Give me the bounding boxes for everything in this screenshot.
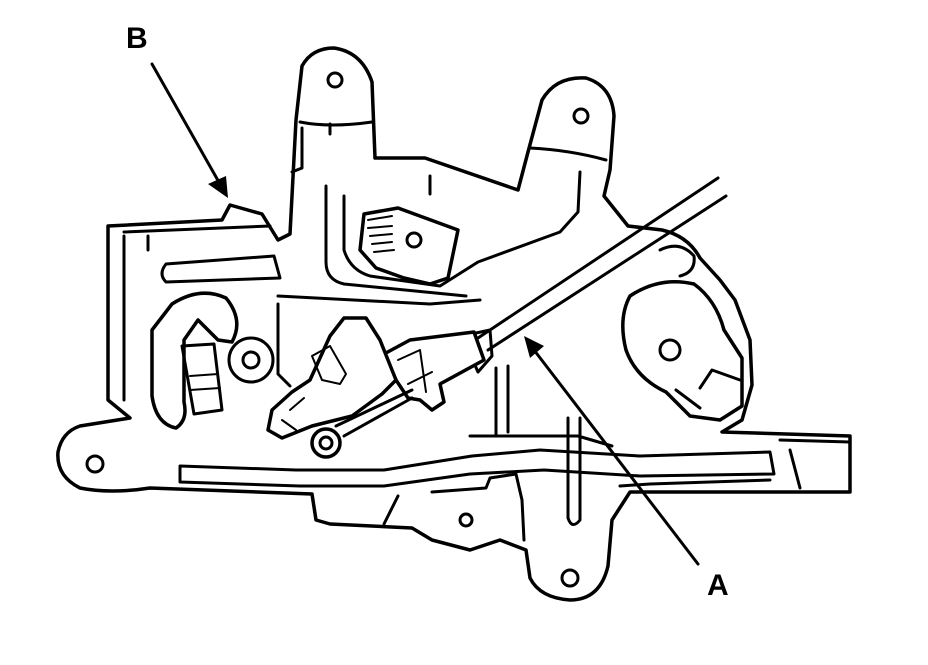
right-corner-lobe [658, 244, 696, 278]
cable-sheath-outer [476, 176, 728, 352]
upper-rib-center [342, 170, 582, 288]
lower-rib-right [468, 364, 614, 448]
inner-cable [334, 388, 414, 438]
upper-rib-left [324, 184, 468, 298]
leader-b [150, 62, 222, 186]
mount-hole-left [85, 454, 105, 474]
latch-lever-detail [281, 345, 347, 431]
left-channel [160, 254, 282, 284]
left-cam-slot [180, 342, 224, 416]
upper-rib-tab [328, 122, 608, 196]
plate-inner-edge [122, 224, 272, 402]
lever-pivot-hole [318, 435, 334, 451]
callout-a: A [707, 569, 729, 602]
latch-lever [266, 316, 398, 440]
mount-hole-upper-right [572, 107, 590, 125]
leader-a [532, 348, 700, 566]
left-cam-slot-detail [189, 373, 221, 391]
right-rotary-rim [674, 368, 742, 410]
lower-rib-vertical [566, 416, 582, 526]
cable-clip-detail [397, 349, 433, 393]
lower-bracket [382, 472, 526, 542]
arrowhead-a [524, 336, 544, 358]
mount-hole-bottom [560, 568, 580, 588]
lower-channel [178, 448, 776, 488]
right-tab [618, 438, 852, 490]
right-rotary-hole [658, 338, 682, 362]
latch-housing-plate [56, 46, 852, 602]
center-rib [276, 294, 482, 388]
callout-b: B [126, 22, 148, 55]
left-pivot-hole [241, 350, 261, 370]
upper-rib-right [290, 120, 374, 174]
left-pivot-boss [227, 336, 275, 384]
striker-ridges [367, 215, 395, 253]
mount-hole-top [326, 71, 344, 89]
striker-hole [405, 231, 423, 249]
left-cam [150, 291, 239, 430]
lower-bracket-hole [458, 512, 474, 528]
arrowhead-b [208, 176, 228, 198]
right-rotary-housing [621, 280, 744, 422]
